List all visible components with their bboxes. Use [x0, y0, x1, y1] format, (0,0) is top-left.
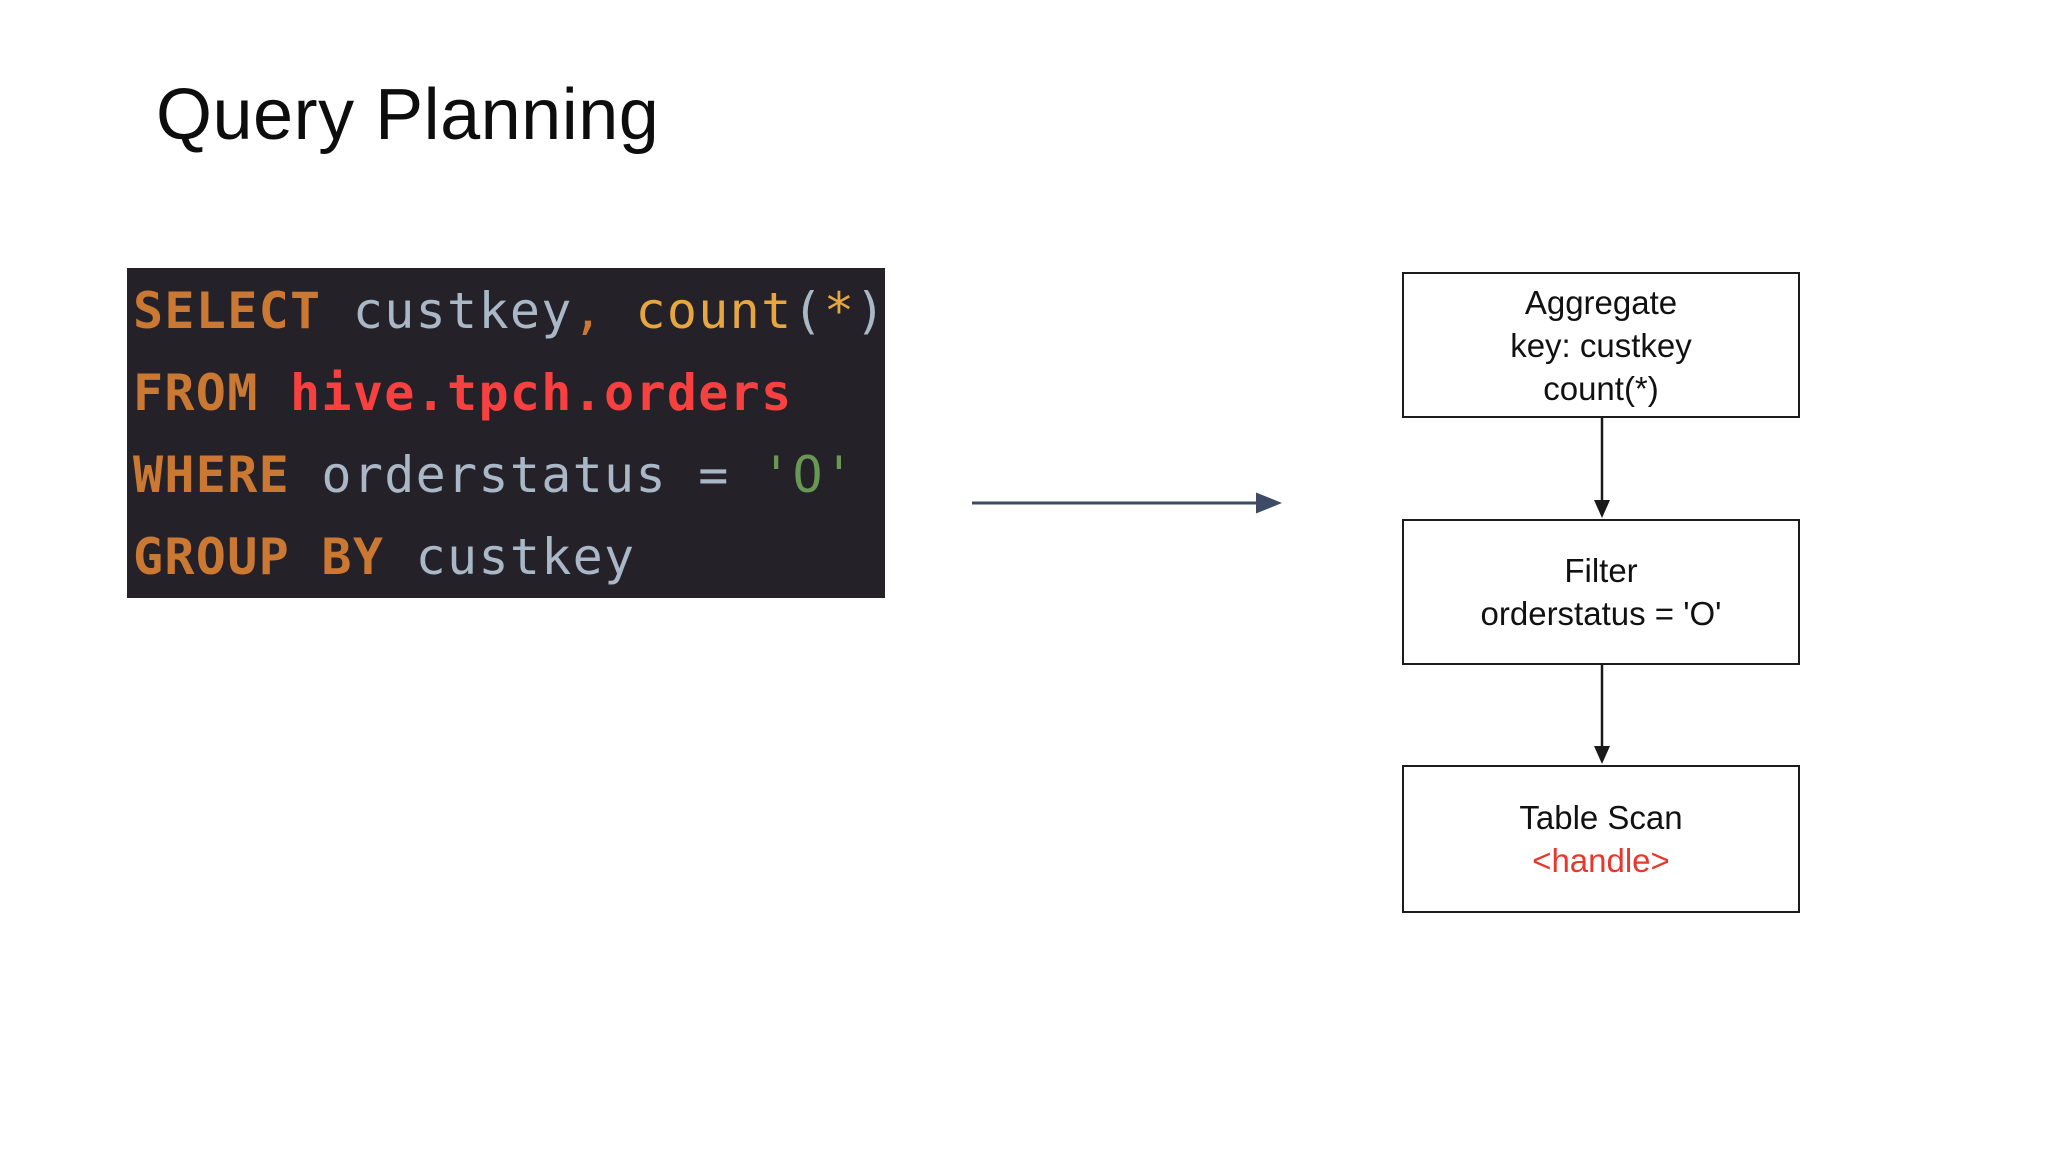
code-token-function: count: [635, 282, 793, 340]
code-line: WHERE orderstatus = 'O': [133, 434, 885, 516]
connector-arrow-aggregate-to-filter: [1594, 418, 1610, 518]
code-token-plain: [384, 528, 415, 586]
filter-node: Filter orderstatus = 'O': [1402, 519, 1800, 665]
aggregate-node: Aggregate key: custkey count(*): [1402, 272, 1800, 418]
code-token-plain: [290, 446, 321, 504]
code-line: SELECT custkey, count(*): [133, 270, 885, 352]
code-token-plain: [730, 446, 761, 504]
sql-code-block: SELECT custkey, count(*)FROM hive.tpch.o…: [127, 268, 885, 598]
code-token-paren: ): [855, 282, 887, 340]
code-token-function: *: [823, 282, 856, 340]
connector-arrow-filter-to-tablescan: [1594, 664, 1610, 764]
node-line: key: custkey: [1510, 326, 1692, 364]
code-token-keyword: FROM: [133, 364, 259, 422]
code-token-table_ref: hive.tpch.orders: [290, 364, 793, 422]
node-line: orderstatus = 'O': [1480, 595, 1722, 632]
transform-arrow-icon: [972, 492, 1282, 514]
code-line: FROM hive.tpch.orders: [133, 352, 885, 434]
code-token-identifier: orderstatus: [321, 446, 667, 504]
code-line: GROUP BY custkey: [133, 516, 885, 598]
table-scan-node: Table Scan <handle>: [1402, 765, 1800, 913]
node-line: <handle>: [1532, 842, 1670, 879]
code-token-plain: [259, 364, 290, 422]
code-token-paren: (: [792, 282, 824, 340]
node-line: Aggregate: [1524, 283, 1678, 321]
code-token-plain: [321, 282, 352, 340]
code-token-comma: ,: [572, 282, 605, 340]
code-token-string: 'O': [761, 446, 856, 504]
slide-title: Query Planning: [156, 75, 660, 155]
node-line: count(*): [1543, 369, 1659, 407]
node-line: Table Scan: [1519, 799, 1683, 836]
code-token-identifier: custkey: [352, 282, 573, 340]
code-token-plain: [667, 446, 698, 504]
code-token-keyword: GROUP BY: [133, 528, 385, 586]
code-token-keyword: SELECT: [133, 282, 322, 340]
code-token-plain: [604, 282, 635, 340]
node-line: Filter: [1564, 552, 1638, 589]
code-token-operator: =: [698, 446, 730, 504]
code-token-identifier: custkey: [415, 528, 636, 586]
code-token-keyword: WHERE: [133, 446, 291, 504]
